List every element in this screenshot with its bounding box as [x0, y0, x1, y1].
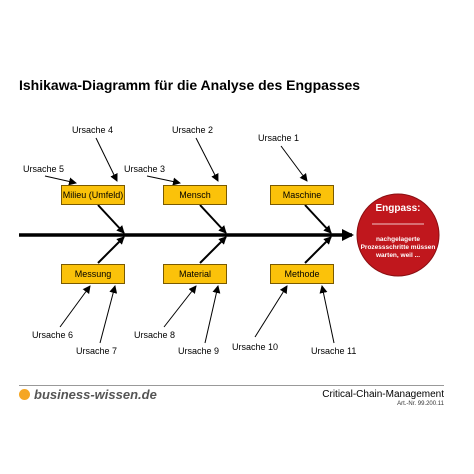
- category-box-messung: Messung: [61, 264, 125, 284]
- cause-label-11: Ursache 11: [311, 346, 357, 356]
- cause-label-9: Ursache 9: [178, 346, 220, 356]
- cause-label-7: Ursache 7: [76, 346, 118, 356]
- cause-label-4: Ursache 4: [72, 125, 114, 135]
- cause-arrow-11: [319, 285, 335, 344]
- cause-label-3: Ursache 3: [124, 164, 166, 174]
- bone-messung: [97, 236, 125, 264]
- effect-title: Engpass:: [375, 203, 421, 214]
- method-label: Critical-Chain-Management: [322, 389, 444, 400]
- cause-arrow-4: [95, 137, 118, 182]
- cause-arrow-6: [59, 285, 91, 328]
- brand-logo: business-wissen.de: [34, 387, 157, 402]
- category-box-maschine: Maschine: [270, 185, 334, 205]
- cause-arrow-3: [146, 175, 181, 186]
- cause-label-10: Ursache 10: [232, 342, 279, 352]
- cause-arrow-1: [280, 145, 308, 182]
- cause-label-8: Ursache 8: [134, 330, 176, 340]
- cause-label-6: Ursache 6: [32, 330, 74, 340]
- diagram-title: Ishikawa-Diagramm für die Analyse des En…: [19, 77, 361, 93]
- cause-arrow-2: [195, 137, 219, 182]
- cause-arrow-9: [204, 285, 221, 344]
- category-box-milieu: Milieu (Umfeld): [61, 185, 125, 205]
- brand-dot-icon: [19, 389, 30, 400]
- cause-arrow-8: [163, 285, 197, 328]
- category-box-mensch: Mensch: [163, 185, 227, 205]
- cause-arrow-7: [99, 285, 118, 344]
- category-box-methode: Methode: [270, 264, 334, 284]
- cause-label-2: Ursache 2: [172, 125, 214, 135]
- bone-methode: [304, 236, 332, 264]
- bone-material: [199, 236, 227, 264]
- effect-text: nachgelagerte Prozessschritte müssen war…: [360, 236, 436, 259]
- cause-arrow-5: [44, 175, 77, 186]
- cause-arrow-10: [254, 285, 288, 338]
- cause-label-5: Ursache 5: [23, 164, 65, 174]
- article-number: Art.-Nr. 99.200.11: [397, 401, 444, 407]
- effect-circle: [356, 193, 440, 277]
- cause-label-1: Ursache 1: [258, 133, 300, 143]
- bone-maschine: [304, 204, 332, 234]
- footer-divider: [19, 385, 444, 386]
- bone-mensch: [199, 204, 227, 234]
- category-box-material: Material: [163, 264, 227, 284]
- bone-milieu: [97, 204, 125, 234]
